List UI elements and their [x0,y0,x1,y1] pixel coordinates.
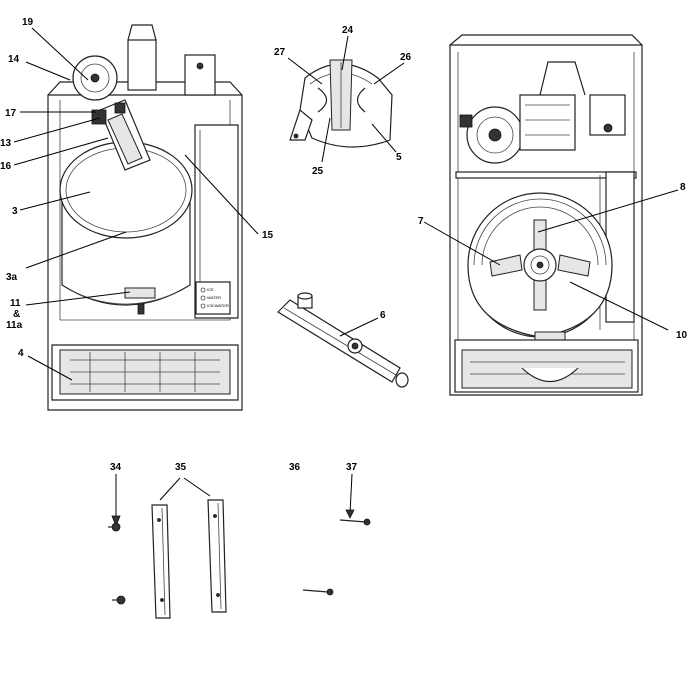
callout-36: 36 [289,462,301,473]
right-leaders [423,189,679,331]
panel-label-3: ICE/WATER [207,303,229,308]
control-panel: ICE WATER ICE/WATER [195,281,231,315]
part-35-strips [151,477,227,619]
callout-27: 27 [274,47,286,58]
callout-ampersand: & [13,309,20,320]
part-34-screws [108,474,126,605]
callout-labels: 19 14 17 13 16 3 3a 11 & 11a 4 15 27 24 … [0,17,688,473]
callout-15: 15 [262,230,274,241]
callout-17: 17 [5,108,17,119]
part-37-pins [302,473,371,596]
panel-label-1: ICE [207,287,214,292]
callout-24: 24 [342,25,354,36]
callout-13: 13 [0,138,12,149]
callout-34: 34 [110,462,122,473]
callout-7: 7 [418,216,424,227]
callout-4: 4 [18,348,24,359]
callout-8: 8 [680,182,686,193]
left-leaders [13,27,259,381]
middle-leaders [287,35,405,163]
callout-3a: 3a [6,272,18,283]
callout-11: 11 [10,298,21,309]
callout-3: 3 [12,206,18,217]
right-unit [449,34,643,396]
callout-37: 37 [346,462,358,473]
callout-19: 19 [22,17,34,28]
callout-25: 25 [312,166,324,177]
part-6-tube [277,292,409,388]
part-36-handle [283,483,356,669]
callout-35: 35 [175,462,187,473]
callout-14: 14 [8,54,20,65]
callout-6: 6 [380,310,386,321]
left-unit: ICE WATER ICE/WATER [47,24,243,411]
callout-26: 26 [400,52,412,63]
callout-16: 16 [0,161,12,172]
callout-11a: 11a [6,320,23,331]
callout-5: 5 [396,152,402,163]
callout-10: 10 [676,330,688,341]
panel-label-2: WATER [207,295,221,300]
part-5-assembly [289,59,393,148]
